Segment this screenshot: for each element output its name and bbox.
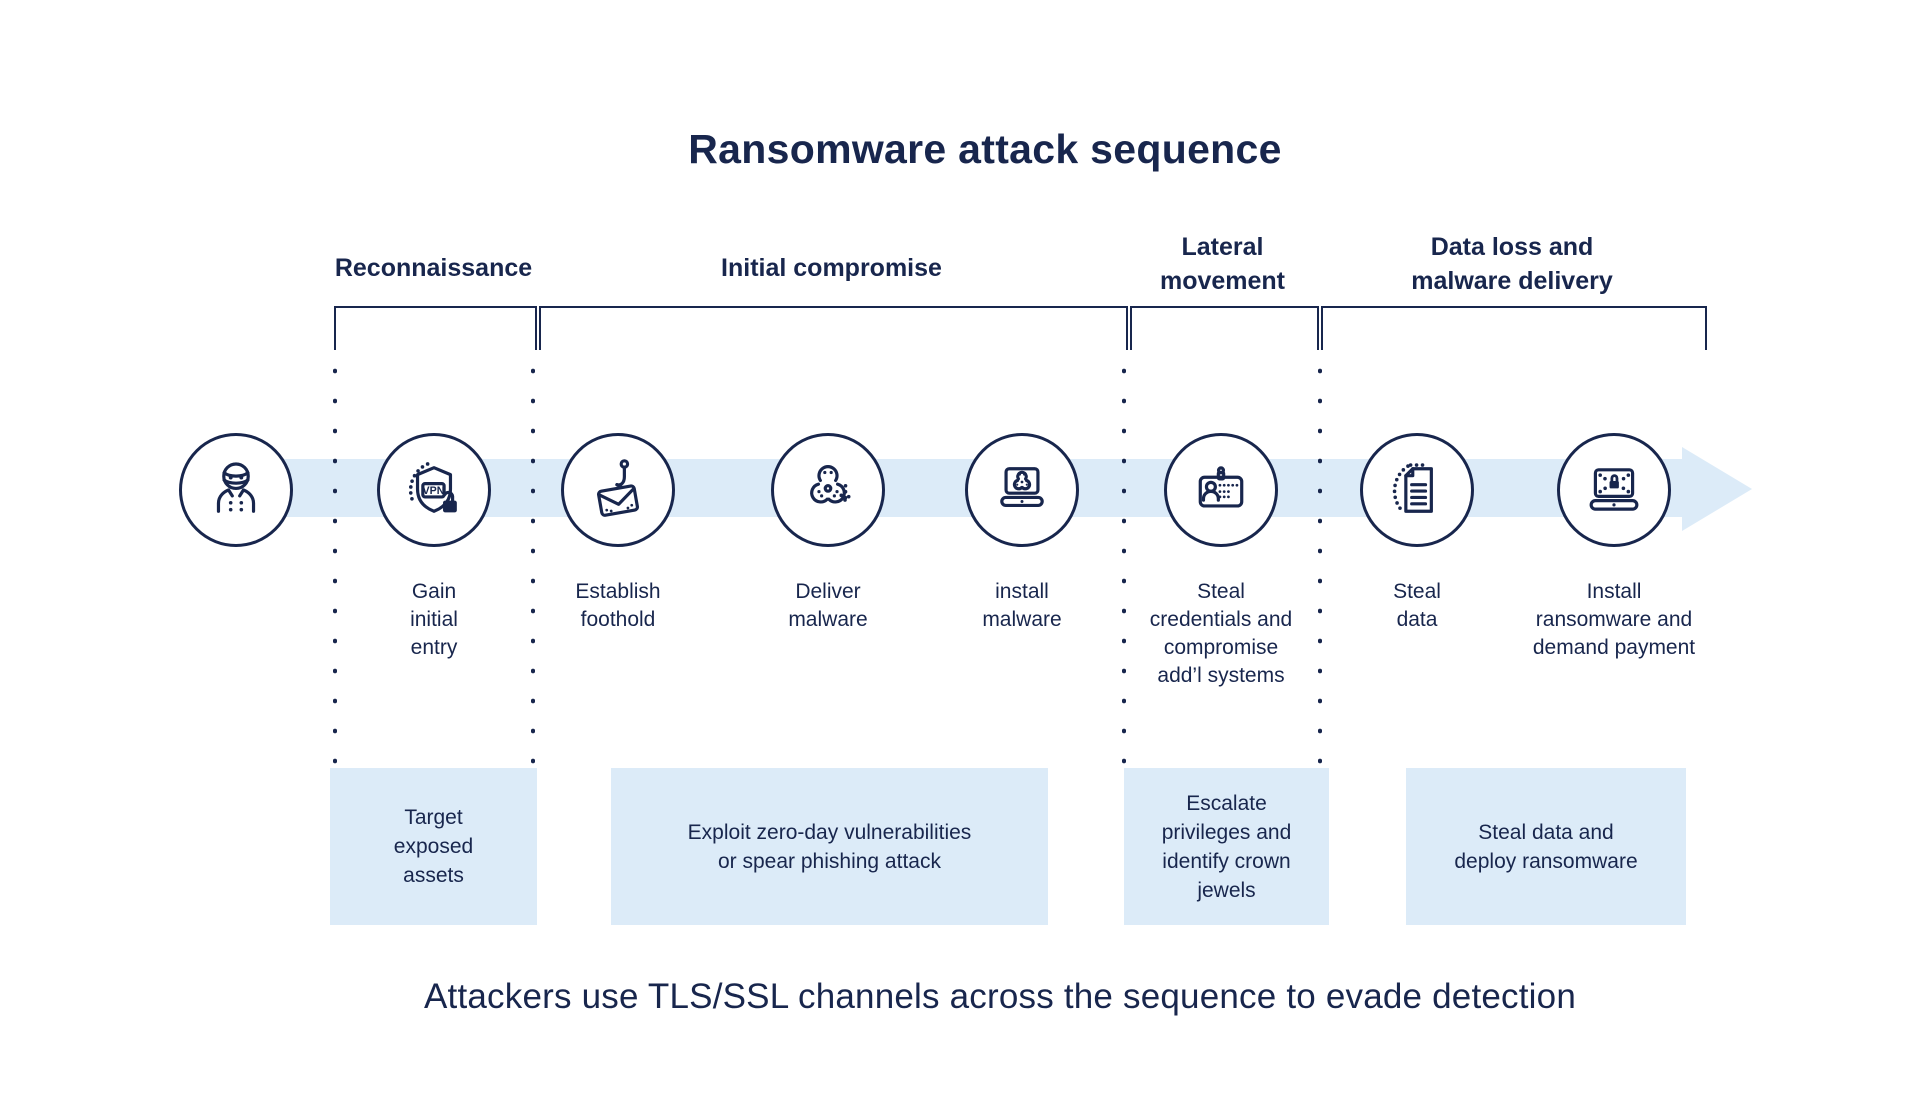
- step-label-steal-data: Steal data: [1393, 580, 1441, 631]
- step-label-steal-credentials: Steal credentials and compromise add’l s…: [1149, 580, 1293, 687]
- flow-arrow-head: [1682, 447, 1752, 531]
- page-title: Ransomware attack sequence: [688, 126, 1282, 172]
- step-label-install-malware: install malware: [982, 580, 1062, 631]
- phase-header-initial-compromise: Initial compromise: [721, 254, 942, 282]
- laptop-malware-icon: [1000, 467, 1044, 507]
- vpn-shield-icon: VPN: [408, 462, 457, 513]
- info-box-exploit-zero-day: Exploit zero-day vulnerabilities or spea…: [611, 768, 1048, 925]
- footer-note: Attackers use TLS/SSL channels across th…: [423, 977, 1576, 1016]
- phase-bracket-lateral-movement: [1130, 306, 1319, 350]
- step-circle-gain-entry: VPN: [377, 433, 491, 547]
- svg-text:VPN: VPN: [423, 485, 445, 497]
- step-label-deliver-malware: Deliver malware: [788, 580, 868, 631]
- step-circle-establish-foothold: [561, 433, 675, 547]
- id-card-icon: [1198, 466, 1244, 508]
- dotted-separator-3: [1122, 356, 1126, 766]
- info-box-steal-deploy: Steal data and deploy ransomware: [1406, 768, 1686, 925]
- laptop-ransomware-icon: [1589, 468, 1639, 511]
- step-circle-steal-credentials: [1164, 433, 1278, 547]
- dotted-separator-1: [333, 356, 337, 766]
- phase-bracket-initial-compromise: [539, 306, 1128, 350]
- dotted-separator-2: [531, 356, 535, 766]
- step-circle-steal-data: [1360, 433, 1474, 547]
- biohazard-icon: [810, 465, 852, 504]
- step-circle-install-malware: [965, 433, 1079, 547]
- step-label-establish-foothold: Establish foothold: [575, 580, 661, 631]
- phase-header-reconnaissance: Reconnaissance: [334, 254, 533, 282]
- hacker-icon: [216, 462, 256, 513]
- step-circle-attacker: [179, 433, 293, 547]
- step-circle-install-ransomware: [1557, 433, 1671, 547]
- phase-bracket-data-loss: [1321, 306, 1707, 350]
- phase-header-data-loss: Data loss and malware delivery: [1411, 233, 1613, 295]
- info-box-escalate-privileges: Escalate privileges and identify crown j…: [1124, 768, 1329, 925]
- dotted-separator-4: [1318, 356, 1322, 766]
- phishing-email-icon: [597, 459, 639, 517]
- step-label-install-ransomware: Install ransomware and demand payment: [1532, 580, 1696, 659]
- phase-bracket-reconnaissance: [334, 306, 537, 350]
- info-box-target-exposed-assets: Target exposed assets: [330, 768, 537, 925]
- step-label-gain-entry: Gain initial entry: [410, 580, 458, 659]
- step-circle-deliver-malware: [771, 433, 885, 547]
- document-icon: [1392, 463, 1433, 513]
- phase-header-lateral-movement: Lateral movement: [1159, 233, 1286, 295]
